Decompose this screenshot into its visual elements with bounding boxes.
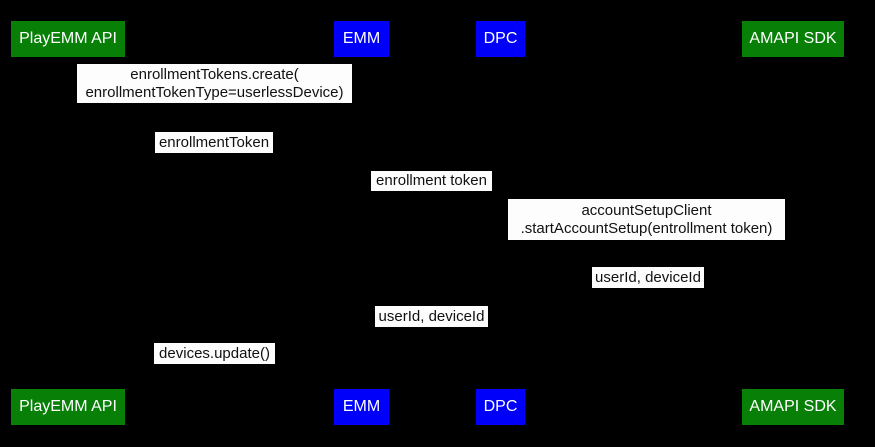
actor-label: EMM (342, 398, 381, 415)
message-enrollment-token-to-dpc: enrollment token (371, 171, 492, 191)
actor-label: PlayEMM API (19, 398, 117, 415)
actor-amapi-sdk-bottom: AMAPI SDK (742, 389, 844, 425)
message-line: enrollmentToken (158, 133, 270, 151)
actor-emm-top: EMM (334, 21, 389, 57)
actor-dpc-bottom: DPC (476, 389, 525, 425)
message-devices-update: devices.update() (154, 343, 275, 364)
actor-label: DPC (483, 398, 518, 415)
actor-label: PlayEMM API (19, 30, 117, 47)
lifeline-dpc (500, 57, 501, 389)
actor-label: EMM (342, 30, 381, 47)
message-line: accountSetupClient (581, 201, 712, 219)
message-line: enrollmentTokens.create( (130, 65, 299, 83)
message-line: devices.update() (159, 344, 270, 362)
message-start-account-setup: accountSetupClient .startAccountSetup(en… (508, 199, 785, 240)
lifeline-emm (361, 57, 362, 389)
actor-amapi-sdk-top: AMAPI SDK (742, 21, 844, 57)
actor-emm-bottom: EMM (334, 389, 389, 425)
message-userid-deviceid-to-dpc: userId, deviceId (592, 267, 704, 288)
message-enrollment-token-return: enrollmentToken (155, 132, 273, 153)
actor-label: AMAPI SDK (749, 30, 837, 47)
message-line: enrollmentTokenType=userlessDevice) (85, 83, 344, 101)
message-userid-deviceid-to-emm: userId, deviceId (375, 306, 488, 327)
actor-dpc-top: DPC (476, 21, 525, 57)
actor-playemm-api-bottom: PlayEMM API (11, 389, 125, 425)
message-line: userId, deviceId (595, 268, 701, 286)
message-line: enrollment token (376, 172, 487, 189)
actor-label: DPC (483, 30, 518, 47)
message-line: .startAccountSetup(entrollment token) (520, 219, 773, 237)
lifeline-amapi-sdk (793, 57, 794, 389)
message-enrollment-tokens-create: enrollmentTokens.create( enrollmentToken… (77, 64, 352, 103)
actor-label: AMAPI SDK (749, 398, 837, 415)
actor-playemm-api-top: PlayEMM API (11, 21, 125, 57)
lifeline-playemm-api (68, 57, 69, 389)
message-line: userId, deviceId (378, 307, 485, 325)
